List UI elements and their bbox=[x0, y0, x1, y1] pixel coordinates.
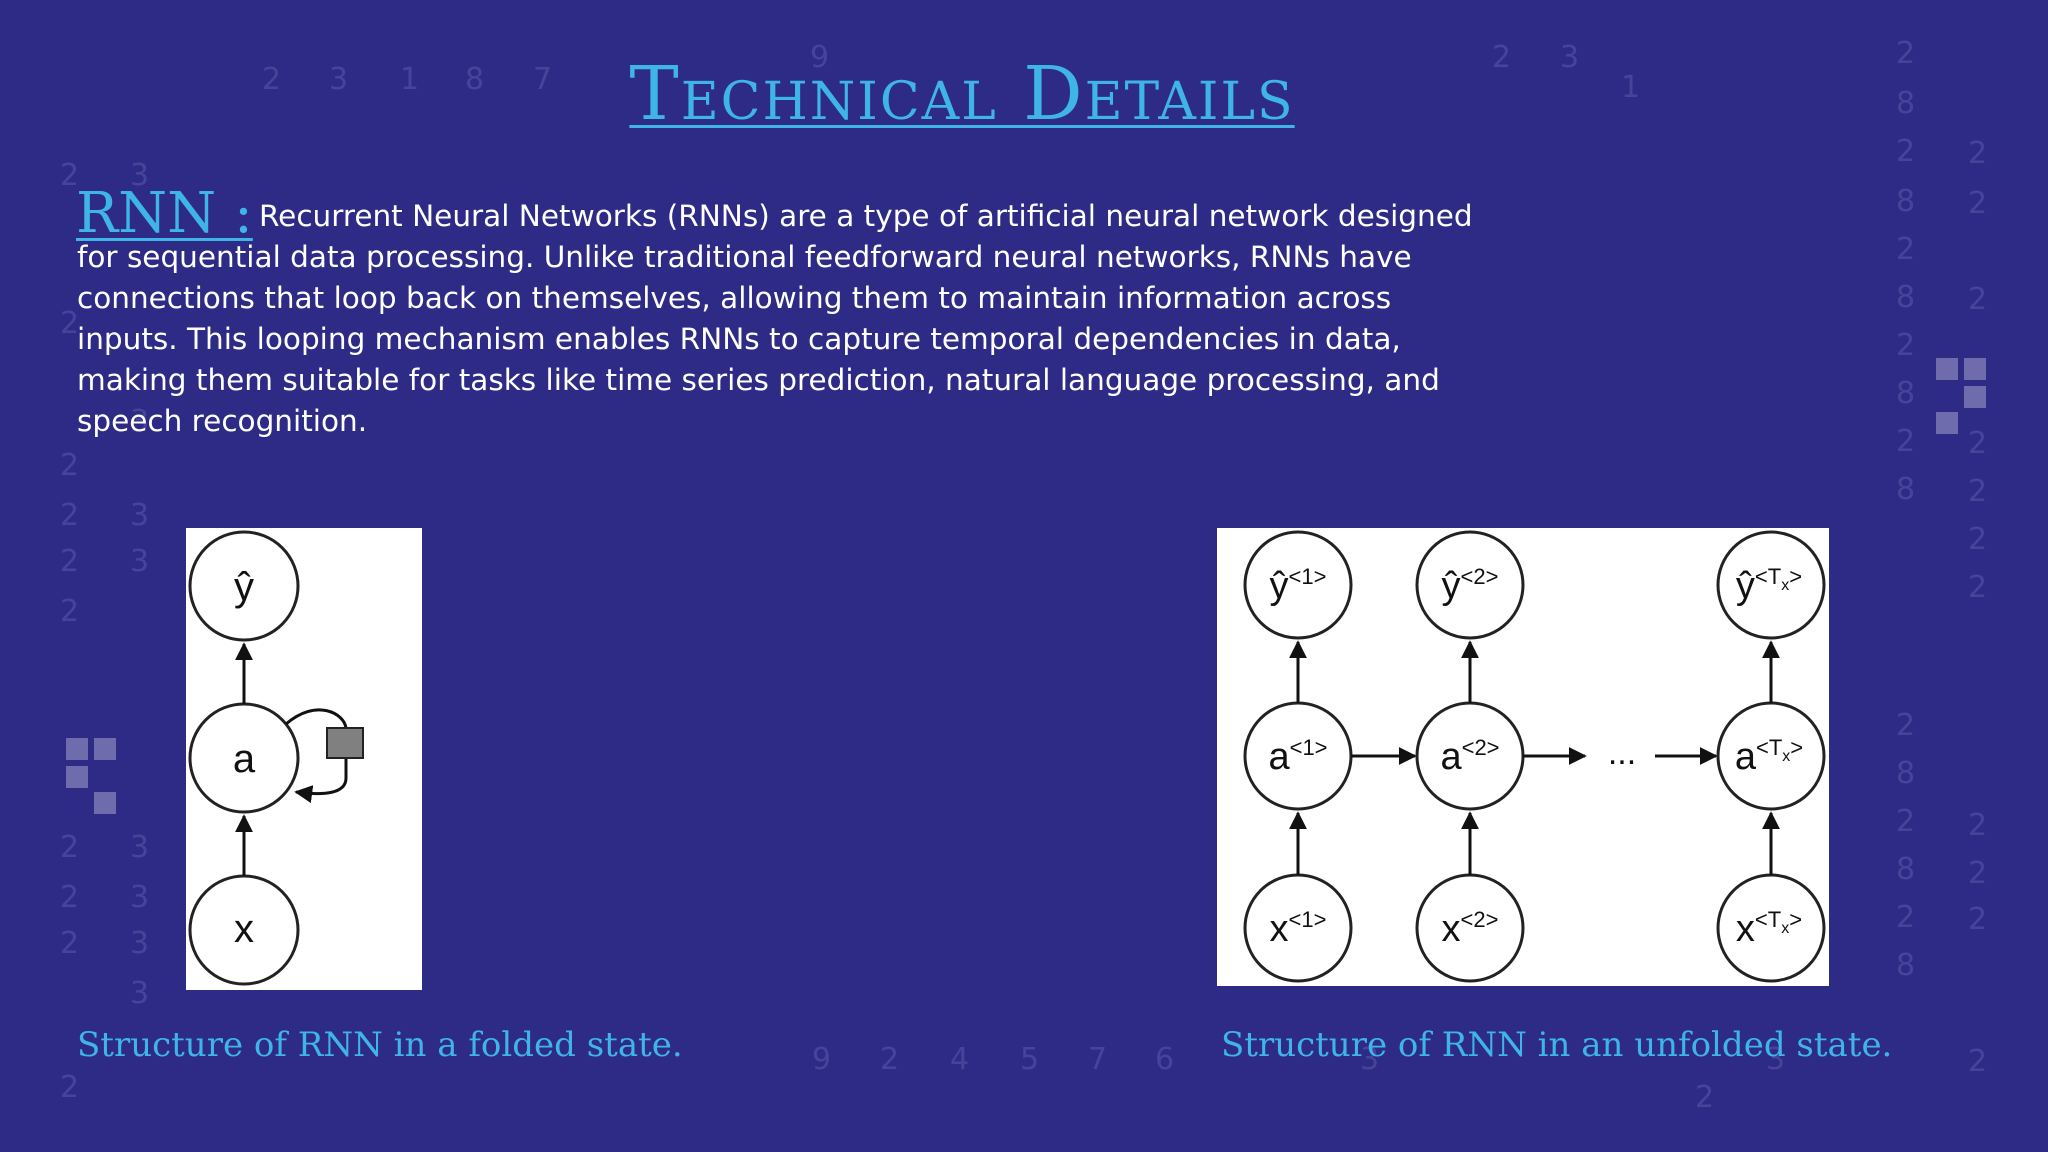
folded-input-label: x bbox=[234, 907, 254, 951]
unfolded-column-1: ŷ<1> a<1> x<1> bbox=[1243, 530, 1353, 983]
svg-text:a<2>: a<2> bbox=[1440, 735, 1499, 778]
rnn-term-heading: RNN : bbox=[76, 181, 253, 246]
folded-hidden-label: a bbox=[233, 737, 256, 781]
unfolded-caption: Structure of RNN in an unfolded state. bbox=[1221, 1025, 1893, 1065]
svg-text:x<2>: x<2> bbox=[1442, 907, 1499, 950]
folded-rnn-svg: ŷ a x bbox=[188, 530, 364, 986]
folded-output-label: ŷ bbox=[234, 565, 254, 609]
unfolded-ellipsis: ... bbox=[1608, 734, 1636, 772]
svg-text:x<Tx>: x<Tx> bbox=[1736, 907, 1802, 950]
svg-text:a<Tx>: a<Tx> bbox=[1735, 735, 1803, 778]
slide-title: Technical Details bbox=[629, 51, 1295, 137]
svg-text:a<1>: a<1> bbox=[1268, 735, 1327, 778]
folded-caption: Structure of RNN in a folded state. bbox=[77, 1025, 683, 1065]
svg-text:ŷ<2>: ŷ<2> bbox=[1442, 564, 1499, 607]
unfolded-rnn-diagram: ŷ<1> a<1> x<1> ŷ<2> a<2> x<2> ŷ<Tx> a<Tx… bbox=[1217, 528, 1829, 986]
svg-text:ŷ<1>: ŷ<1> bbox=[1270, 564, 1327, 607]
decorative-squares-left bbox=[66, 738, 126, 814]
folded-output-node bbox=[188, 530, 300, 642]
svg-text:x<1>: x<1> bbox=[1270, 907, 1327, 950]
unfolded-rnn-svg: ŷ<1> a<1> x<1> ŷ<2> a<2> x<2> ŷ<Tx> a<Tx… bbox=[1243, 530, 1826, 983]
svg-text:ŷ<Tx>: ŷ<Tx> bbox=[1736, 564, 1802, 607]
folded-delay-box bbox=[326, 727, 364, 759]
unfolded-column-tx: ŷ<Tx> a<Tx> x<Tx> bbox=[1716, 530, 1826, 983]
folded-rnn-diagram: ŷ a x bbox=[186, 528, 422, 990]
rnn-description: Recurrent Neural Networks (RNNs) are a t… bbox=[77, 199, 1473, 438]
unfolded-column-2: ŷ<2> a<2> x<2> bbox=[1415, 530, 1525, 983]
decorative-squares-right bbox=[1936, 358, 1996, 438]
